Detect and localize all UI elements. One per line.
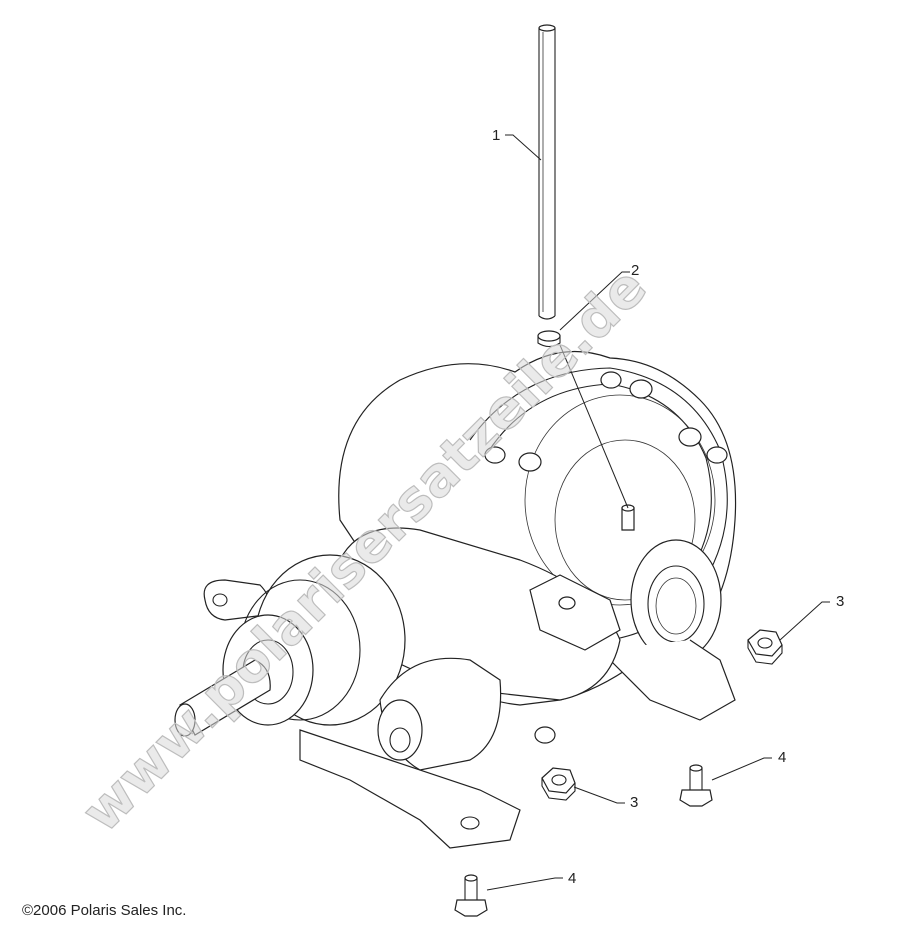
bolt-upper	[679, 764, 713, 807]
callout-4-upper: 4	[778, 749, 786, 766]
flange-nut-upper	[747, 629, 783, 665]
input-flange	[174, 554, 521, 849]
callout-1: 1	[492, 127, 500, 144]
bolt-lower	[454, 874, 488, 917]
leader-lines	[486, 134, 830, 891]
flange-nut-lower	[541, 767, 576, 801]
copyright-notice: ©2006 Polaris Sales Inc.	[22, 902, 187, 919]
vent-tube	[538, 24, 556, 320]
callout-3-lower: 3	[630, 794, 638, 811]
callout-2: 2	[631, 262, 639, 279]
callout-3-upper: 3	[836, 593, 844, 610]
callout-4-lower: 4	[568, 870, 576, 887]
gearcase-housing	[338, 350, 737, 744]
rubber-mount	[377, 657, 502, 771]
hose-clamp	[537, 330, 561, 348]
